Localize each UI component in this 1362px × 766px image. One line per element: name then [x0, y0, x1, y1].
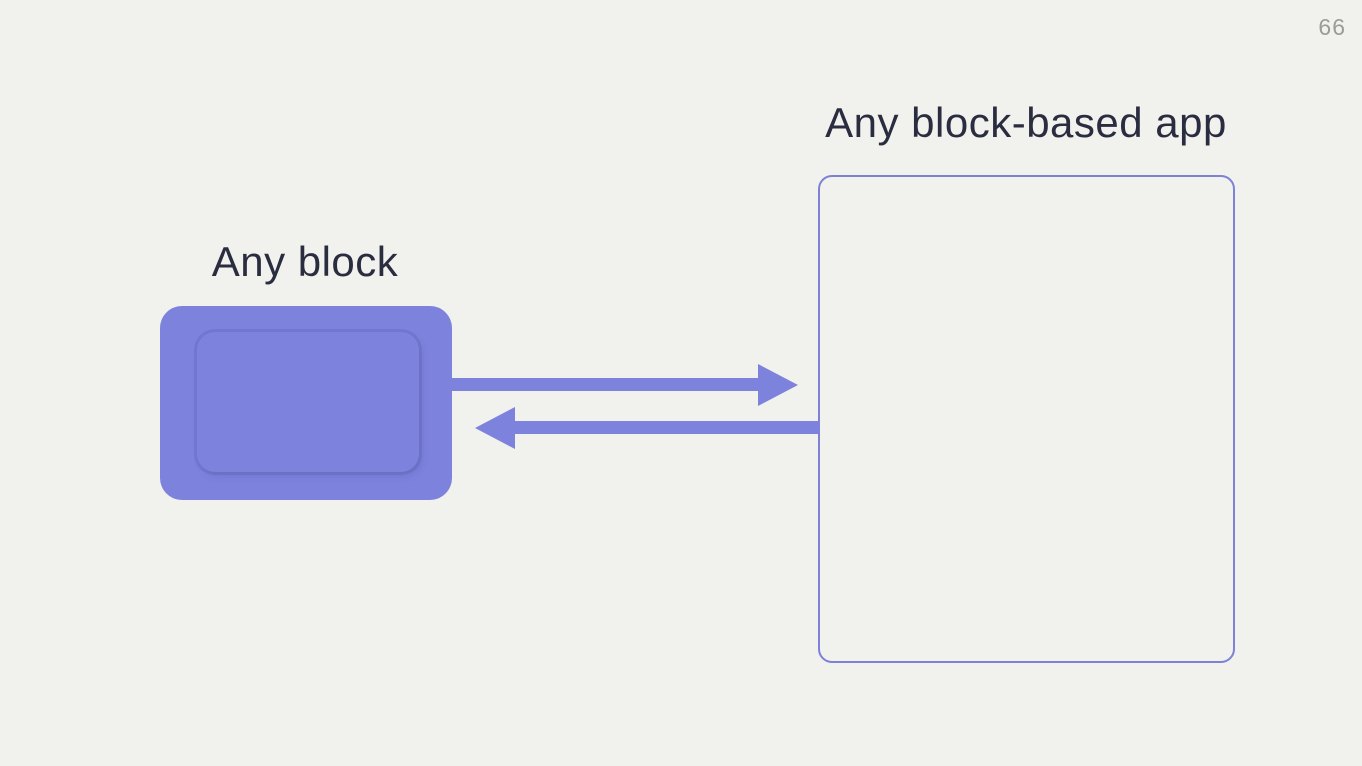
block-shape — [160, 306, 452, 500]
arrow-right-shaft — [452, 378, 764, 391]
arrow-left-shaft — [511, 421, 819, 434]
app-label: Any block-based app — [825, 99, 1227, 146]
block-inner-plate — [197, 332, 419, 472]
page-number: 66 — [1318, 14, 1346, 40]
arrow-right-head-icon — [758, 364, 798, 406]
app-container-outline — [818, 175, 1235, 663]
arrow-left-head-icon — [475, 407, 515, 449]
block-label: Any block — [211, 238, 399, 285]
